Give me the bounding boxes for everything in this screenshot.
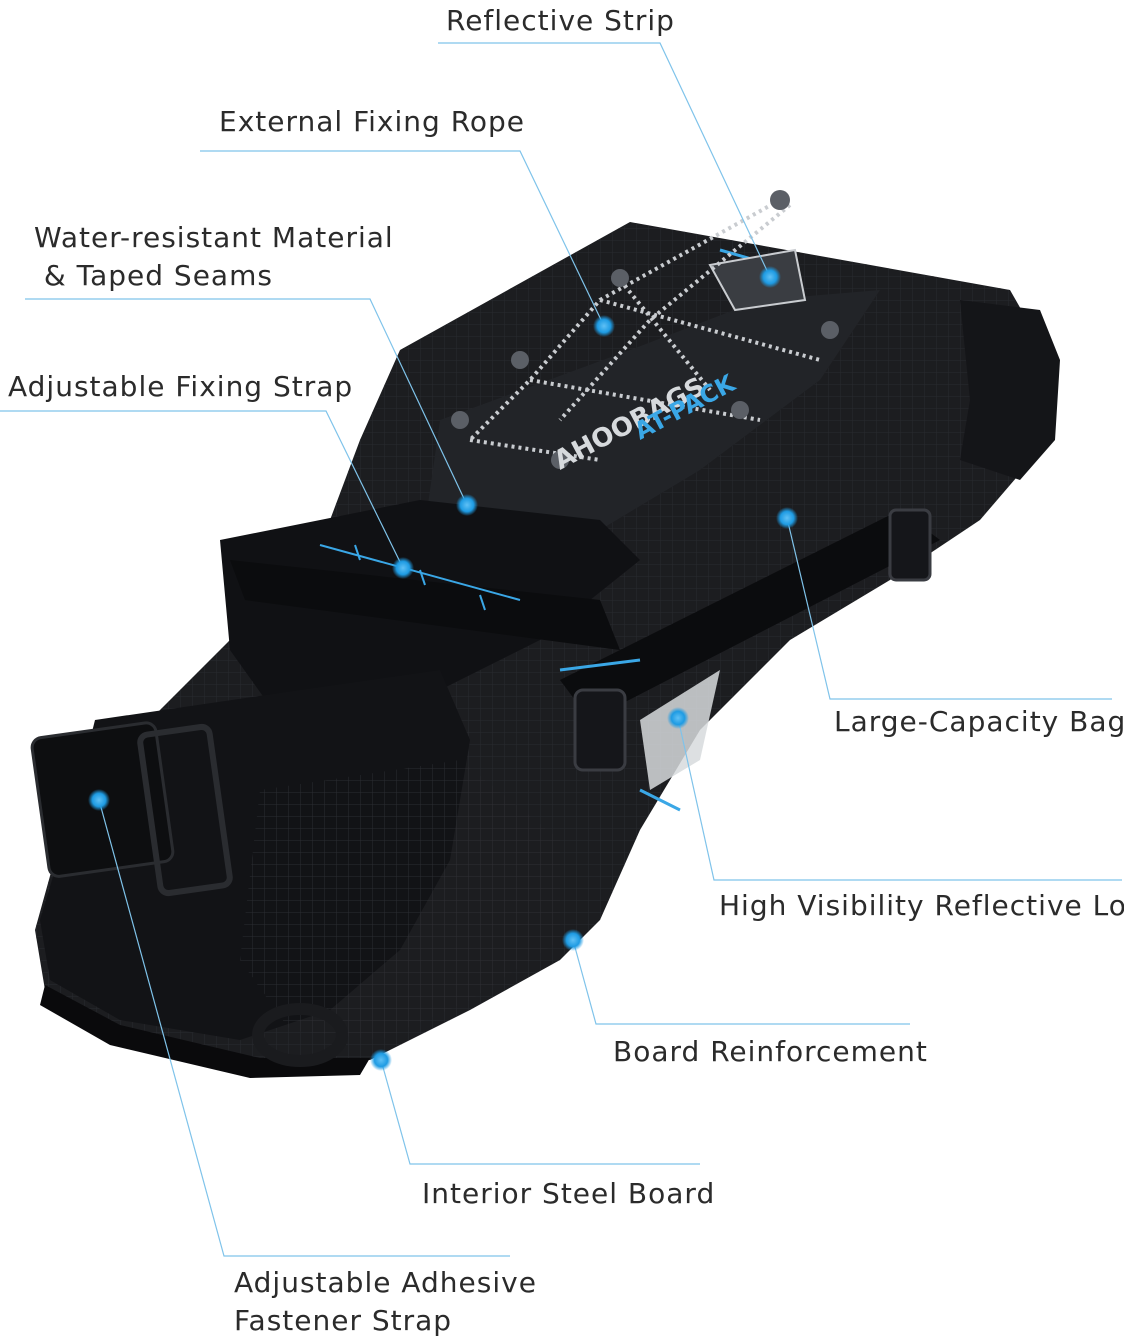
bag-d-ring — [252, 1003, 348, 1067]
bag-cord-hooks — [451, 190, 839, 469]
bag-fixing-strap — [230, 560, 620, 650]
callout-label-water-resistant-line-2: & Taped Seams — [34, 259, 273, 292]
callout-label-high-visibility-logo: High Visibility Reflective Logo — [719, 887, 1124, 925]
callout-dot-external-fixing-rope — [593, 315, 615, 337]
callout-label-water-resistant: Water-resistant Material & Taped Seams — [34, 219, 394, 295]
callout-label-interior-steel-board: Interior Steel Board — [422, 1175, 715, 1213]
callout-dot-interior-steel-board — [370, 1049, 392, 1071]
leader-line-water-resistant — [25, 298, 468, 506]
callout-label-adhesive-strap: Adjustable Adhesive Fastener Strap — [234, 1264, 537, 1340]
leader-line-reflective-strip — [438, 42, 771, 278]
callout-dot-high-visibility-logo — [667, 707, 689, 729]
callout-label-board-reinforcement-line-1: Board Reinforcement — [613, 1035, 928, 1068]
bag-base-strip — [40, 985, 370, 1078]
callout-dot-large-capacity-bag — [776, 507, 798, 529]
bag-reflective-logo — [640, 670, 720, 790]
callout-label-interior-steel-board-line-1: Interior Steel Board — [422, 1177, 716, 1210]
leader-line-high-visibility-logo — [677, 717, 1122, 881]
callout-label-water-resistant-line-1: Water-resistant Material — [34, 221, 394, 254]
bag-roll-top — [960, 300, 1060, 480]
callout-label-reflective-strip: Reflective Strip — [446, 2, 675, 40]
callout-label-large-capacity-bag-line-1: Large-Capacity Bag — [834, 705, 1124, 738]
callout-label-external-fixing-rope-line-1: External Fixing Rope — [219, 105, 526, 138]
leader-line-adhesive-strap — [98, 799, 510, 1257]
callout-label-adjustable-fixing-strap-line-1: Adjustable Fixing Strap — [8, 370, 354, 403]
callout-label-large-capacity-bag: Large-Capacity Bag — [834, 703, 1124, 741]
callout-label-adhesive-strap-line-2: Fastener Strap — [234, 1304, 453, 1337]
leader-line-adjustable-fixing-strap — [0, 410, 404, 569]
callout-label-external-fixing-rope: External Fixing Rope — [219, 103, 525, 141]
leader-line-large-capacity-bag — [786, 517, 1112, 700]
leader-line-external-fixing-rope — [200, 150, 605, 327]
leader-line-board-reinforcement — [572, 939, 910, 1025]
bag-bungee-cord — [468, 198, 821, 462]
callout-label-high-visibility-logo-line-1: High Visibility Reflective Logo — [719, 889, 1124, 922]
callout-dot-reflective-strip — [759, 266, 781, 288]
callout-label-reflective-strip-line-1: Reflective Strip — [446, 4, 675, 37]
bag-side-buckle — [573, 688, 627, 772]
bag-diagonal-strap — [560, 510, 940, 720]
bag-rear-ripstop — [240, 760, 560, 1040]
callout-dot-board-reinforcement — [562, 929, 584, 951]
callout-dot-water-resistant — [456, 494, 478, 516]
leader-lines — [0, 42, 1122, 1257]
bag-reflective-strip — [708, 248, 807, 312]
leader-line-interior-steel-board — [380, 1059, 700, 1165]
callout-dot-adjustable-fixing-strap — [392, 557, 414, 579]
callout-label-adhesive-strap-line-1: Adjustable Adhesive — [234, 1266, 537, 1299]
callout-dots — [88, 266, 798, 1071]
bag-right-buckle — [888, 508, 932, 582]
bag-top-panel — [420, 290, 880, 580]
bag-body: AHOOBAGS AT-PACK — [30, 190, 1060, 1078]
callout-dot-adhesive-strap — [88, 789, 110, 811]
bag-blue-stitching — [319, 544, 521, 611]
bag-rear-buckle — [137, 723, 233, 897]
callout-label-board-reinforcement: Board Reinforcement — [613, 1033, 928, 1071]
callout-label-adjustable-fixing-strap: Adjustable Fixing Strap — [8, 368, 353, 406]
